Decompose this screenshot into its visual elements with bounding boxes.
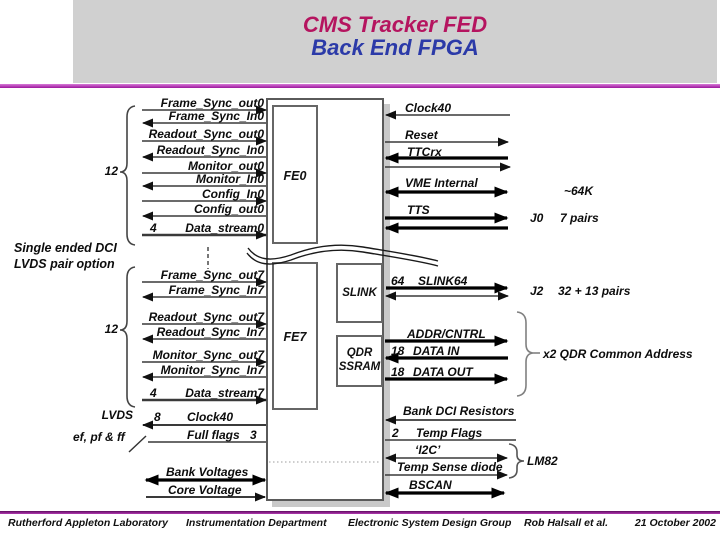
footer-group: Electronic System Design Group (348, 517, 512, 529)
title-line-2: Back End FPGA (311, 35, 479, 61)
reset-label: Reset (405, 128, 438, 142)
sig-readout-sync-in7: Readout_Sync_In7 (156, 325, 264, 339)
sig-config-in0: Config_In0 (202, 187, 264, 201)
fe7-label: FE7 (283, 330, 307, 344)
footer-authors: Rob Halsall et al. (524, 517, 609, 529)
footer-organisation: Rutherford Appleton Laboratory (8, 517, 169, 529)
fe0-label: FE0 (283, 169, 307, 183)
j2-connector-label: J2 (530, 284, 544, 298)
full-flags-bus-slash (128, 435, 147, 453)
i2c-label: ‘I2C’ (415, 443, 441, 457)
bus-width-slink64: 64 (391, 274, 405, 288)
sig-data-stream7: Data_stream7 (185, 386, 264, 400)
qdr-label-line1: QDR (346, 347, 373, 359)
bus-width-data-out: 18 (391, 365, 405, 379)
sig-monitor-out0: Monitor_out0 (188, 159, 264, 173)
bus-width-fe7: 4 (150, 386, 157, 400)
data-in-label: DATA IN (413, 344, 460, 358)
clock40-in-label: Clock40 (405, 101, 452, 115)
sig-data-stream0: Data_stream0 (185, 221, 264, 235)
vme-internal-label: VME Internal (405, 176, 478, 190)
j0-pairs-label: 7 pairs (560, 211, 599, 225)
clock40-out-label: Clock40 (187, 410, 234, 424)
slink64-label: SLINK64 (418, 274, 468, 288)
dci-note-line2: LVDS pair option (14, 257, 115, 271)
qdr-common-address-note: x2 QDR Common Address (543, 347, 693, 361)
sig-readout-sync-out0: Readout_Sync_out0 (148, 127, 264, 141)
data-out-label: DATA OUT (413, 365, 473, 379)
slink-label: SLINK (342, 287, 377, 299)
slide-header: CMS Tracker FED Back End FPGA (73, 0, 717, 83)
temp-flags-label: Temp Flags (416, 426, 483, 440)
core-voltage-label: Core Voltage (168, 483, 242, 497)
fe7-box: FE7 (272, 262, 318, 410)
lm82-label: LM82 (527, 454, 558, 468)
addr-cntrl-label: ADDR/CNTRL (407, 327, 486, 341)
tts-label: TTS (407, 203, 430, 217)
flags-note-label: ef, pf & ff (73, 430, 125, 444)
ttcrx-label: TTCrx (407, 145, 442, 159)
sig-frame-sync-in0: Frame_Sync_In0 (168, 109, 264, 123)
fe0-box: FE0 (272, 105, 318, 244)
dci-note-line1: Single ended DCI (14, 241, 117, 255)
lvds-label: LVDS (101, 408, 133, 422)
bracket-lm82 (508, 443, 525, 479)
bracket-fe0-bus12 (119, 105, 136, 246)
bus12-label-fe0: 12 (104, 164, 118, 178)
bscan-label: BSCAN (409, 478, 452, 492)
footer-date: 21 October 2002 (634, 517, 716, 529)
footer-rule (0, 511, 720, 514)
vme-size-note: ~64K (564, 184, 594, 198)
bus-width-temp-flags: 2 (392, 426, 399, 440)
break-wave-top (247, 244, 439, 262)
bank-voltages-label: Bank Voltages (166, 465, 249, 479)
qdr-label-line2: SSRAM (338, 361, 381, 373)
sig-monitor-sync-in7: Monitor_Sync_In7 (160, 363, 264, 377)
bank-dci-label: Bank DCI Resistors (403, 404, 515, 418)
sig-frame-sync-in7: Frame_Sync_In7 (168, 283, 264, 297)
bus-width-clock8: 8 (154, 410, 161, 424)
bus-width-fe0: 4 (150, 221, 157, 235)
sig-monitor-in0: Monitor_In0 (196, 172, 264, 186)
sig-readout-sync-in0: Readout_Sync_In0 (156, 143, 264, 157)
header-rule (0, 84, 720, 88)
title-line-1: CMS Tracker FED (302, 12, 488, 37)
bus-width-flags3: 3 (250, 428, 257, 442)
bracket-fe7-bus12 (119, 266, 136, 408)
slink-box: SLINK (336, 263, 383, 323)
sig-readout-sync-out7: Readout_Sync_out7 (148, 310, 264, 324)
bracket-qdr (516, 311, 535, 397)
sig-frame-sync-out0: Frame_Sync_out0 (160, 96, 264, 110)
full-flags-label: Full flags (187, 428, 240, 442)
sig-frame-sync-out7: Frame_Sync_out7 (160, 268, 264, 282)
bus-width-data-in: 18 (391, 344, 405, 358)
sig-config-out0: Config_out0 (194, 202, 264, 216)
j2-pairs-label: 32 + 13 pairs (558, 284, 631, 298)
j0-connector-label: J0 (530, 211, 544, 225)
bus12-label-fe7: 12 (104, 322, 118, 336)
temp-sense-label: Temp Sense diode (397, 460, 503, 474)
break-wave-bottom (246, 249, 439, 267)
footer-department: Instrumentation Department (186, 517, 327, 529)
sig-monitor-sync-out7: Monitor_Sync_out7 (152, 348, 264, 362)
qdr-ssram-box: QDR SSRAM (336, 335, 383, 387)
